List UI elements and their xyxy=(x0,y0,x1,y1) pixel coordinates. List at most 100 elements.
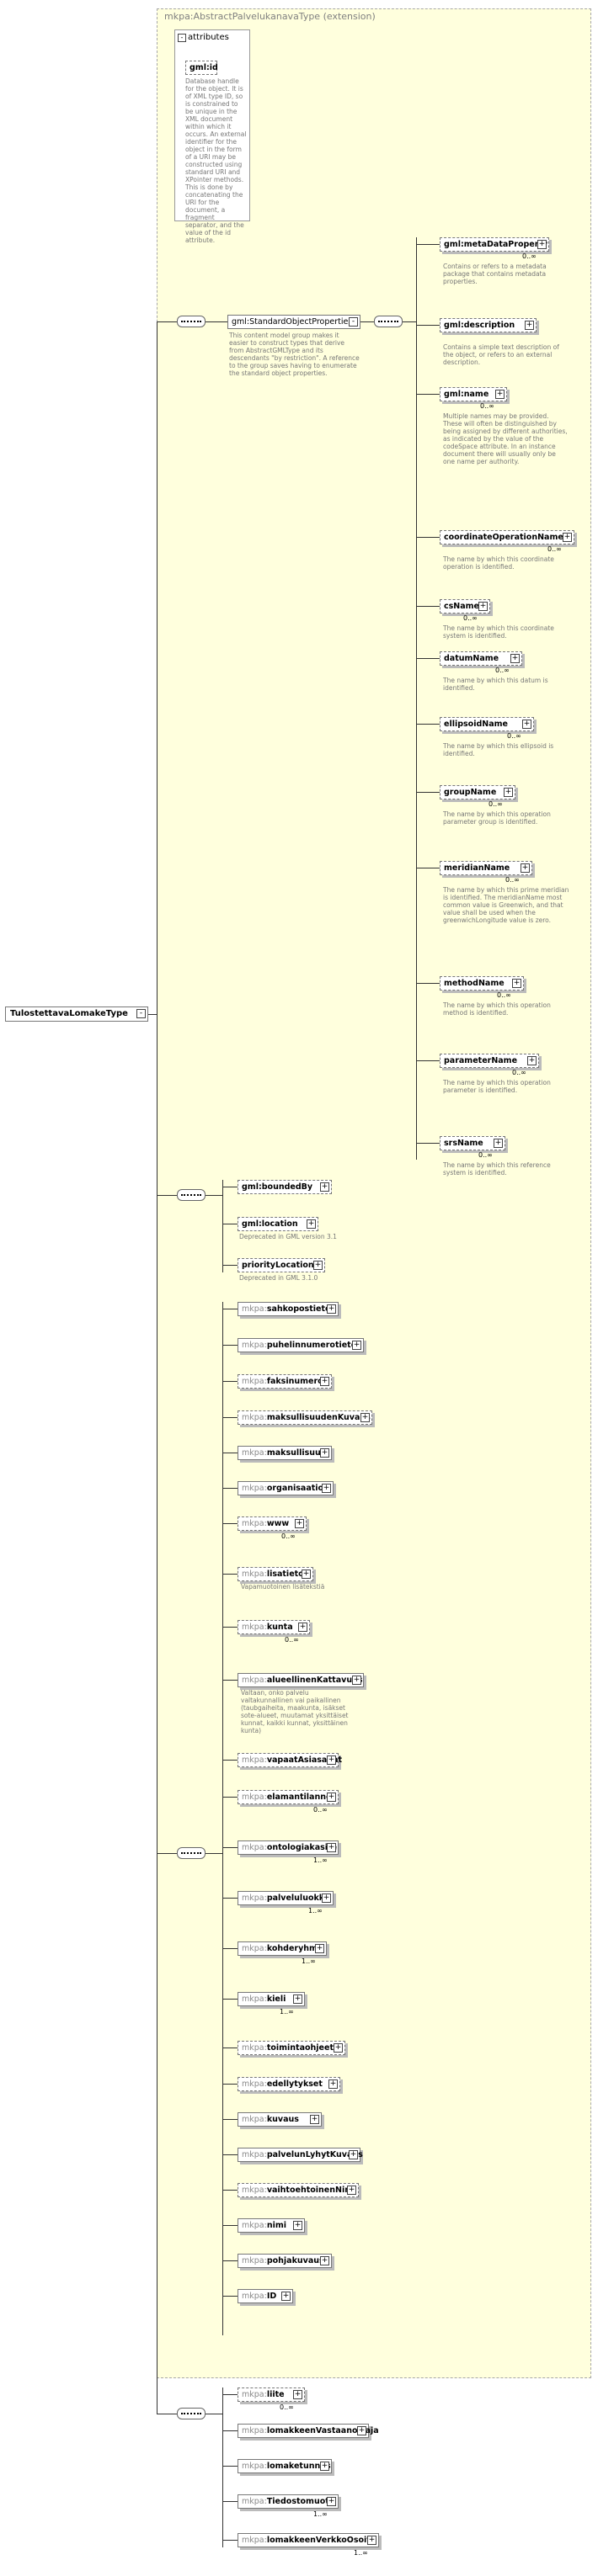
mkpa-element[interactable]: mkpa:www+ xyxy=(238,1516,307,1531)
mkpa-element[interactable]: mkpa:kohderyhma+ xyxy=(238,1941,327,1956)
mkpa-element[interactable]: mkpa:vaihtoehtoinenNimi+ xyxy=(238,2183,359,2197)
attribute-gml-id[interactable]: gml:id xyxy=(185,61,218,75)
std-element[interactable]: srsName+ xyxy=(440,1136,505,1150)
mkpa-element-label: ontologiakasite xyxy=(266,1843,338,1852)
mkpa-element[interactable]: mkpa:maksullisuudenKuvaus+ xyxy=(238,1410,372,1425)
expand-icon[interactable]: + xyxy=(510,654,520,663)
expand-icon[interactable]: + xyxy=(478,602,488,611)
std-element[interactable]: ellipsoidName+ xyxy=(440,717,534,731)
expand-icon[interactable]: + xyxy=(327,1793,336,1802)
expand-icon[interactable]: + xyxy=(322,1484,331,1493)
mkpa-element[interactable]: mkpa:vapaatAsiasanat+ xyxy=(238,1753,342,1767)
expand-icon[interactable]: + xyxy=(563,533,572,542)
std-element[interactable]: methodName+ xyxy=(440,976,524,991)
mkpa-element[interactable]: mkpa:elamantilanne+ xyxy=(238,1790,339,1804)
root-element[interactable]: TulostettavaLomakeType - xyxy=(5,1006,148,1022)
mkpa-element[interactable]: mkpa:maksullisuus+ xyxy=(238,1446,332,1460)
bounded-element[interactable]: gml:boundedBy+ xyxy=(238,1180,332,1194)
expand-icon[interactable]: + xyxy=(322,1893,331,1903)
lomake-element[interactable]: mkpa:liite+ xyxy=(238,2387,305,2402)
mkpa-element[interactable]: mkpa:kuvaus+ xyxy=(238,2112,322,2127)
expand-icon[interactable]: + xyxy=(320,2462,329,2471)
expand-icon[interactable]: + xyxy=(352,1341,361,1350)
std-element[interactable]: datumName+ xyxy=(440,651,522,666)
expand-icon[interactable]: + xyxy=(327,2497,336,2506)
std-element[interactable]: gml:metaDataProperty+ xyxy=(440,237,549,252)
mkpa-element[interactable]: mkpa:organisaatio+ xyxy=(238,1481,334,1495)
std-element[interactable]: coordinateOperationName+ xyxy=(440,530,574,544)
expand-icon[interactable]: + xyxy=(320,1448,329,1458)
std-element-desc: The name by which this reference system … xyxy=(443,1161,551,1176)
connector xyxy=(222,2430,238,2431)
expand-icon[interactable]: + xyxy=(313,1261,323,1270)
expand-icon[interactable]: + xyxy=(310,2115,319,2124)
mkpa-element[interactable]: mkpa:ID+ xyxy=(238,2289,293,2303)
expand-icon[interactable]: + xyxy=(293,2221,302,2230)
mkpa-element[interactable]: mkpa:nimi+ xyxy=(238,2218,305,2233)
std-element[interactable]: meridianName+ xyxy=(440,861,532,875)
expand-icon[interactable]: + xyxy=(347,2186,356,2195)
expand-icon[interactable]: + xyxy=(327,1304,336,1314)
expand-icon[interactable]: + xyxy=(320,1182,329,1192)
mkpa-element[interactable]: mkpa:alueellinenKattavuus+ xyxy=(238,1673,364,1687)
mkpa-element[interactable]: mkpa:kieli+ xyxy=(238,1992,305,2006)
expand-icon[interactable]: + xyxy=(494,1139,503,1148)
expand-icon[interactable]: + xyxy=(295,1519,304,1528)
expand-icon[interactable]: + xyxy=(293,1994,302,2004)
expand-icon[interactable]: + xyxy=(522,720,531,729)
expand-icon[interactable]: + xyxy=(525,321,534,330)
expand-icon[interactable]: + xyxy=(512,979,521,988)
expand-icon[interactable]: + xyxy=(327,1755,336,1765)
expand-icon[interactable]: + xyxy=(328,2079,338,2089)
expand-icon[interactable]: + xyxy=(521,863,530,873)
mkpa-element[interactable]: mkpa:edellytykset+ xyxy=(238,2077,340,2091)
expand-icon[interactable]: + xyxy=(293,2390,302,2399)
expand-icon[interactable]: + xyxy=(367,2536,376,2545)
expand-icon[interactable]: + xyxy=(320,1377,329,1386)
mkpa-element[interactable]: mkpa:kunta+ xyxy=(238,1620,310,1634)
mkpa-element[interactable]: mkpa:lisatieto+ xyxy=(238,1567,313,1581)
expand-icon[interactable]: + xyxy=(527,1056,537,1065)
std-element[interactable]: gml:name+ xyxy=(440,387,507,401)
lomake-element[interactable]: mkpa:lomakkeenVerkkoOsoite+ xyxy=(238,2533,379,2547)
expand-icon[interactable]: - xyxy=(136,1009,146,1018)
expand-icon[interactable]: - xyxy=(349,317,358,327)
expand-icon[interactable]: + xyxy=(315,1944,324,1953)
expand-icon[interactable]: + xyxy=(307,1219,316,1229)
collapse-icon[interactable]: - xyxy=(178,34,186,42)
expand-icon[interactable]: + xyxy=(504,788,513,797)
expand-icon[interactable]: + xyxy=(495,390,505,399)
mkpa-element[interactable]: mkpa:palveluluokka+ xyxy=(238,1891,334,1905)
expand-icon[interactable]: + xyxy=(352,1676,361,1685)
mkpa-element[interactable]: mkpa:sahkopostieto+ xyxy=(238,1302,339,1316)
mkpa-element[interactable]: mkpa:palvelunLyhytKuvaus+ xyxy=(238,2148,363,2162)
bounded-element[interactable]: priorityLocation+ xyxy=(238,1258,325,1272)
connector xyxy=(222,1574,238,1575)
mkpa-element[interactable]: mkpa:ontologiakasite+ xyxy=(238,1840,339,1855)
connector xyxy=(222,2387,223,2547)
sequence-icon xyxy=(177,316,206,327)
mkpa-element[interactable]: mkpa:faksinumero+ xyxy=(238,1374,332,1389)
expand-icon[interactable]: + xyxy=(349,2150,358,2159)
std-element[interactable]: gml:description+ xyxy=(440,318,537,332)
group-standard-object-properties[interactable]: gml:StandardObjectProperties - xyxy=(227,315,360,329)
expand-icon[interactable]: + xyxy=(360,1413,370,1422)
expand-icon[interactable]: + xyxy=(327,1843,336,1852)
lomake-element[interactable]: mkpa:lomakkeenVastaanottaja+ xyxy=(238,2424,379,2438)
expand-icon[interactable]: + xyxy=(298,1623,307,1632)
mkpa-element[interactable]: mkpa:pohjakuvaus+ xyxy=(238,2254,332,2268)
bounded-element[interactable]: gml:location+ xyxy=(238,1217,318,1231)
expand-icon[interactable]: + xyxy=(320,2256,329,2265)
lomake-element[interactable]: mkpa:lomaketunnus+ xyxy=(238,2459,332,2473)
expand-icon[interactable]: + xyxy=(357,2426,366,2435)
expand-icon[interactable]: + xyxy=(281,2292,291,2301)
std-element[interactable]: groupName+ xyxy=(440,785,515,799)
std-element[interactable]: parameterName+ xyxy=(440,1054,539,1068)
mkpa-element[interactable]: mkpa:puhelinnumerotieto+ xyxy=(238,1338,364,1352)
expand-icon[interactable]: + xyxy=(302,1570,311,1579)
mkpa-element[interactable]: mkpa:toimintaohjeet+ xyxy=(238,2041,345,2055)
lomake-element[interactable]: mkpa:Tiedostomuoto+ xyxy=(238,2494,339,2509)
expand-icon[interactable]: + xyxy=(537,240,547,249)
expand-icon[interactable]: + xyxy=(334,2043,343,2053)
std-element[interactable]: csName+ xyxy=(440,599,490,613)
